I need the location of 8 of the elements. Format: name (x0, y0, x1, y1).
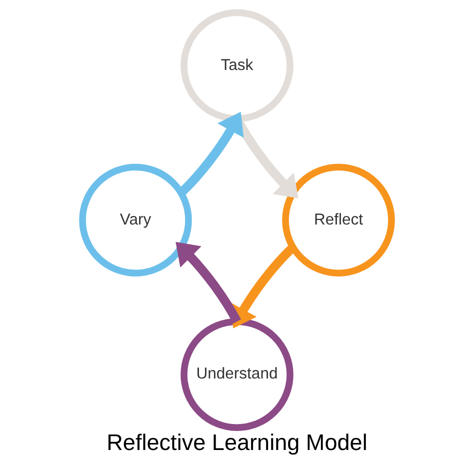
arrow (178, 112, 244, 196)
node-circle: Vary (79, 164, 192, 276)
arrow (176, 242, 242, 324)
diagram-title: Reflective Learning Model (106, 430, 368, 456)
arrow (230, 244, 296, 328)
node-circle: Reflect (282, 164, 395, 276)
node-circle: Task (180, 9, 294, 122)
node-circle: Understand (180, 318, 294, 431)
